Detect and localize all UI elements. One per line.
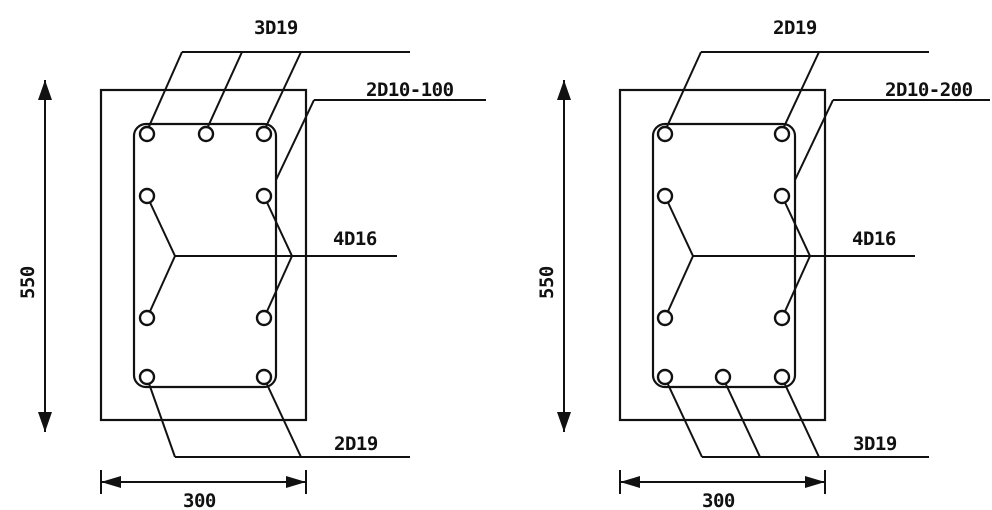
- rebar-bottom: [773, 368, 791, 386]
- stirrup-label: 2D10-100: [366, 79, 454, 101]
- bottom-bars-label: 2D19: [334, 433, 378, 455]
- rebar-top: [773, 125, 791, 143]
- side-bars-label: 4D16: [333, 228, 377, 250]
- rebar-bottom: [255, 368, 273, 386]
- width-label: 300: [702, 490, 735, 510]
- bottom-bars-leader: [146, 377, 410, 458]
- rebar-top: [656, 125, 674, 143]
- section-right: 2D19 2D10-200 4D16 3D19 300 550: [536, 17, 990, 510]
- top-bars-label: 2D19: [773, 17, 817, 39]
- rebar-side: [138, 309, 156, 327]
- side-bars-label: 4D16: [852, 228, 896, 250]
- rebar-bottom: [138, 368, 156, 386]
- rebar-side: [656, 187, 674, 205]
- stirrup-label: 2D10-200: [885, 79, 973, 101]
- top-bars-label: 3D19: [254, 17, 298, 39]
- stirrup-leader: [275, 99, 486, 181]
- rebar-top: [138, 125, 156, 143]
- rebar-side: [255, 187, 273, 205]
- rebar-side: [138, 187, 156, 205]
- height-dimension: [557, 80, 571, 432]
- rebar-side: [656, 309, 674, 327]
- side-bars-leader: [664, 195, 915, 319]
- side-bars-leader: [146, 195, 397, 319]
- height-label: 550: [536, 266, 558, 299]
- rebar-side: [773, 309, 791, 327]
- height-label: 550: [17, 266, 39, 299]
- top-bars-leader: [146, 51, 410, 132]
- top-bars-leader: [664, 51, 929, 132]
- rebar-side: [255, 309, 273, 327]
- section-left: 3D19 2D10-100 4D16 2D19 300 550: [17, 17, 486, 510]
- rebar-bottom: [714, 368, 732, 386]
- bottom-bars-label: 3D19: [853, 433, 897, 455]
- height-dimension: [38, 80, 52, 432]
- width-dimension: [619, 470, 826, 494]
- rebar-top: [255, 125, 273, 143]
- rebar-bottom: [656, 368, 674, 386]
- width-dimension: [100, 470, 307, 494]
- bottom-bars-leader: [664, 377, 929, 458]
- width-label: 300: [183, 490, 216, 510]
- stirrup-leader: [794, 99, 990, 181]
- rebar-side: [773, 187, 791, 205]
- rebar-top: [197, 125, 215, 143]
